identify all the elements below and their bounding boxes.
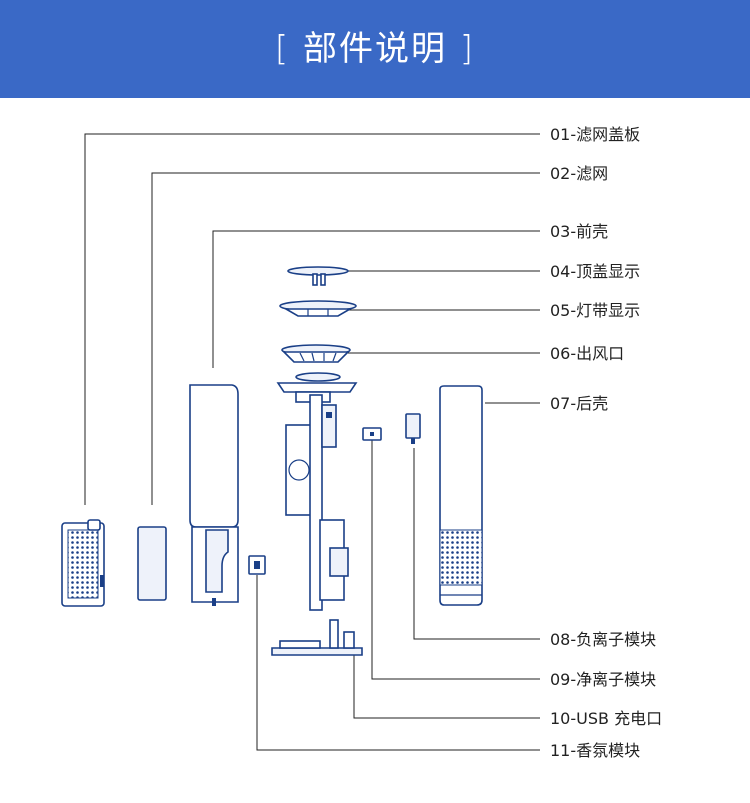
part-label-05: 05-灯带显示	[550, 301, 640, 320]
leader-line-10	[353, 655, 540, 719]
part-label-10: 10-USB 充电口	[550, 709, 662, 728]
fragrance-module-icon	[248, 555, 266, 575]
part-label-03: 03-前壳	[550, 222, 608, 241]
top-cover-display-icon	[287, 266, 349, 286]
part-label-04: 04-顶盖显示	[550, 262, 640, 281]
negative-ion-module-icon	[405, 413, 421, 444]
air-outlet-icon	[281, 344, 351, 363]
core-assembly-icon	[276, 372, 358, 611]
part-label-06: 06-出风口	[550, 344, 624, 363]
light-strip-display-icon	[279, 300, 357, 317]
part-label-11: 11-香氛模块	[550, 741, 640, 760]
part-labels: 01-滤网盖板 02-滤网 03-前壳 04-顶盖显示 05-灯带显示 06-出…	[550, 125, 662, 760]
front-shell-icon	[189, 384, 239, 606]
part-label-02: 02-滤网	[550, 164, 608, 183]
leader-line-11	[256, 575, 540, 751]
filter-icon	[137, 526, 167, 601]
leader-line-01	[84, 133, 540, 505]
part-label-01: 01-滤网盖板	[550, 125, 640, 144]
leader-line-03	[212, 230, 540, 368]
purifying-ion-module-icon	[362, 427, 382, 441]
filter-cover-icon	[61, 519, 105, 607]
rear-shell-icon	[439, 385, 483, 606]
leader-line-08	[413, 448, 540, 640]
page-title: [ 部件说明 ]	[274, 29, 476, 69]
leader-line-02	[151, 172, 540, 505]
part-label-08: 08-负离子模块	[550, 630, 656, 649]
leader-lines	[84, 133, 540, 751]
header-banner	[0, 0, 750, 98]
part-label-07: 07-后壳	[550, 394, 608, 413]
usb-charging-port-icon	[271, 619, 363, 656]
leader-line-09	[371, 440, 540, 680]
part-label-09: 09-净离子模块	[550, 670, 656, 689]
